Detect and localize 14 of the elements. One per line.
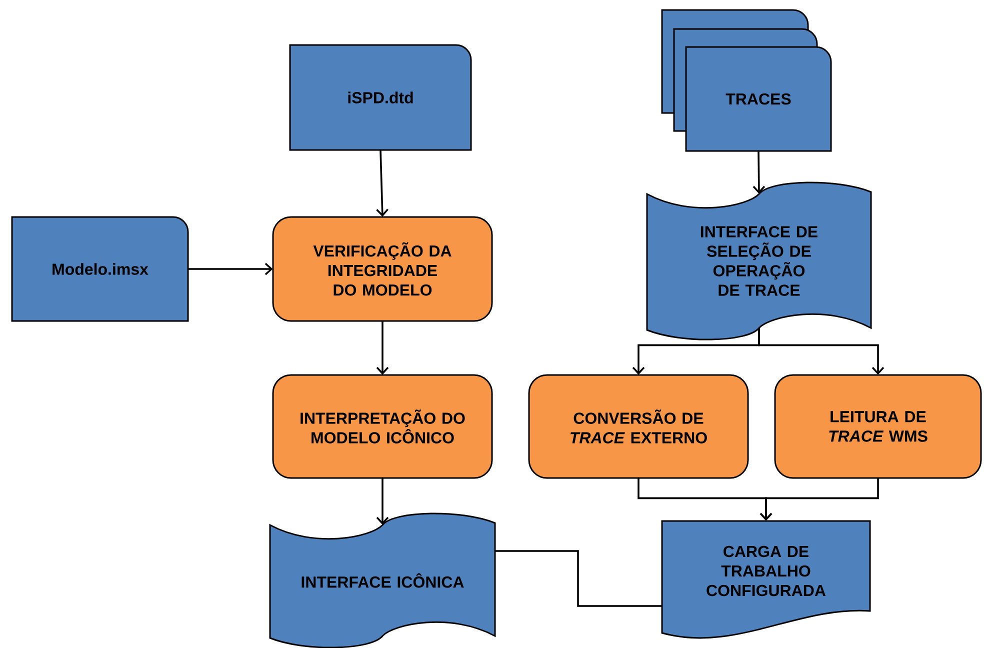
process-box: VERIFICAÇÃO DA INTEGRIDADE DO MODELO <box>272 216 493 322</box>
process-box: INTERPRETAÇÃO DO MODELO ICÔNICO <box>272 374 493 479</box>
arrow <box>758 328 884 375</box>
arrow <box>188 262 273 276</box>
stacked-file-cards: TRACES <box>661 9 832 152</box>
arrow <box>376 150 388 217</box>
arrow <box>752 151 766 194</box>
arrow <box>376 321 389 375</box>
arrow <box>760 478 879 521</box>
file-card: iSPD.dtd <box>289 44 472 151</box>
process-box: CONVERSÃO DE TRACE EXTERNO <box>528 374 749 479</box>
arrow <box>376 478 389 525</box>
file-card: Modelo.imsx <box>11 216 189 322</box>
process-box: LEITURA DE TRACE WMS <box>774 374 982 479</box>
